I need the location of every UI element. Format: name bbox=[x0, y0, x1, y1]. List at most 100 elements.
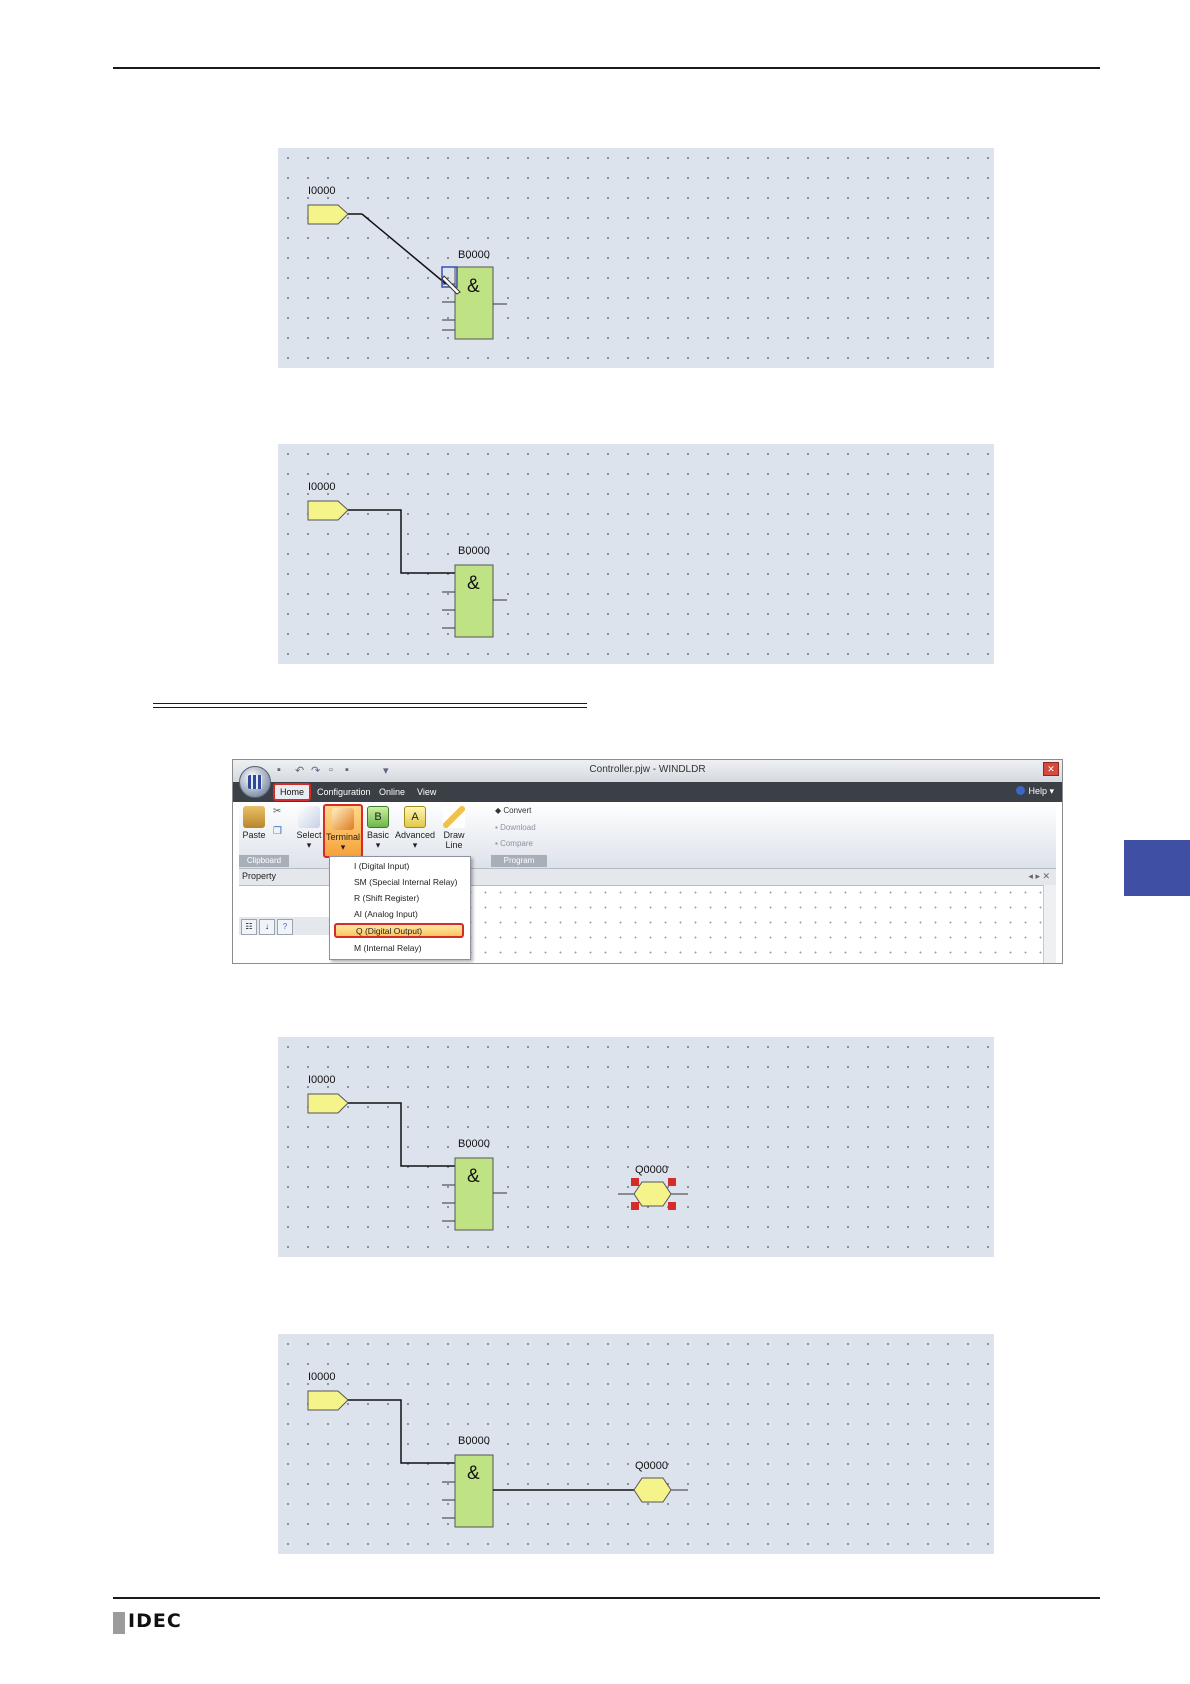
save-icon[interactable]: ▪ bbox=[277, 764, 281, 776]
input-terminal bbox=[307, 204, 349, 225]
pencil-icon bbox=[443, 806, 465, 828]
customize-icon[interactable]: ▾ bbox=[383, 765, 389, 777]
block-label: B0000 bbox=[458, 249, 490, 261]
basic-button[interactable]: B Basic▾ bbox=[365, 804, 391, 854]
download-button[interactable]: ▪ Download bbox=[495, 823, 536, 832]
undo-icon[interactable]: ↶ bbox=[295, 765, 305, 777]
copy-icon[interactable]: ❐ bbox=[273, 826, 282, 837]
and-symbol: & bbox=[467, 573, 480, 594]
select-button[interactable]: Select▾ bbox=[295, 804, 323, 854]
tab-view[interactable]: View bbox=[417, 787, 437, 797]
redo-icon[interactable]: ↷ bbox=[311, 765, 321, 777]
help-menu[interactable]: Help ▾ bbox=[1016, 786, 1054, 797]
pen-cursor-icon bbox=[441, 275, 461, 295]
group-program: Program bbox=[491, 855, 547, 867]
output-terminal bbox=[633, 1181, 672, 1207]
selection-handle bbox=[668, 1178, 676, 1186]
wire bbox=[348, 1399, 455, 1464]
menu-item-analog-input[interactable]: AI (Analog Input) bbox=[354, 909, 418, 919]
help-label: Help bbox=[1028, 786, 1047, 796]
input-terminal bbox=[307, 1093, 349, 1114]
chapter-tab bbox=[1124, 840, 1190, 896]
compare-button[interactable]: ▪ Compare bbox=[495, 839, 533, 848]
selection-handle bbox=[668, 1202, 676, 1210]
close-button[interactable]: ✕ bbox=[1043, 762, 1059, 776]
ribbon: Paste ✂ ❐ Clipboard Select▾ Terminal▾ B … bbox=[239, 802, 1056, 869]
advanced-button[interactable]: A Advanced▾ bbox=[395, 804, 435, 854]
idec-logo: IDEC bbox=[113, 1610, 193, 1634]
wire bbox=[348, 509, 455, 574]
block-label: B0000 bbox=[458, 545, 490, 557]
menu-item-special-internal-relay[interactable]: SM (Special Internal Relay) bbox=[354, 877, 458, 887]
input-terminal-label: I0000 bbox=[308, 481, 336, 493]
selection-handle bbox=[631, 1178, 639, 1186]
print-icon[interactable]: ▫ bbox=[329, 764, 333, 776]
help-icon[interactable]: ? bbox=[277, 919, 293, 935]
menu-bar: Home Configuration Online View Help ▾ bbox=[233, 782, 1062, 802]
footer-rule bbox=[113, 1597, 1100, 1599]
input-terminal bbox=[307, 1390, 349, 1411]
subheading-underline bbox=[153, 703, 587, 704]
logo-text: IDEC bbox=[128, 1610, 182, 1632]
terminal-icon bbox=[332, 808, 354, 830]
property-toolbar: ☷ ↓ ? bbox=[239, 917, 329, 935]
and-block bbox=[454, 266, 494, 340]
block-label: B0000 bbox=[458, 1435, 490, 1447]
app-logo-icon bbox=[248, 775, 262, 789]
header-rule bbox=[113, 67, 1100, 69]
arrow-cursor-icon bbox=[298, 806, 320, 828]
pane-controls[interactable]: ◂ ▸ ✕ bbox=[1028, 871, 1050, 881]
convert-button[interactable]: ◆ Convert bbox=[495, 806, 532, 815]
windldr-screenshot: Controller.pjw - WINDLDR ▪ ↶ ↷ ▫ ▪ ▾ ✕ H… bbox=[232, 759, 1063, 964]
block-label: B0000 bbox=[458, 1138, 490, 1150]
menu-item-digital-output[interactable]: Q (Digital Output) bbox=[334, 923, 464, 938]
input-terminal-label: I0000 bbox=[308, 1371, 336, 1383]
tab-home[interactable]: Home bbox=[273, 783, 312, 801]
paste-button[interactable]: Paste bbox=[239, 804, 269, 854]
menu-item-digital-input[interactable]: I (Digital Input) bbox=[354, 861, 410, 871]
diagram-panel-3: I0000 B0000 & Q0000 bbox=[278, 1037, 994, 1257]
subheading-underline bbox=[153, 707, 587, 708]
diagram-panel-1: I0000 B0000 & bbox=[278, 148, 994, 368]
tab-configuration[interactable]: Configuration bbox=[317, 787, 371, 797]
property-label: Property bbox=[242, 871, 277, 881]
and-symbol: & bbox=[467, 1463, 480, 1484]
group-clipboard: Clipboard bbox=[239, 855, 289, 867]
window-title: Controller.pjw - WINDLDR bbox=[589, 764, 706, 775]
program-canvas[interactable] bbox=[463, 885, 1048, 963]
input-terminal-label: I0000 bbox=[308, 185, 336, 197]
monitor-icon[interactable]: ▪ bbox=[345, 764, 349, 776]
logo-mark bbox=[113, 1612, 125, 1634]
menu-item-internal-relay[interactable]: M (Internal Relay) bbox=[354, 943, 422, 953]
terminal-button[interactable]: Terminal▾ bbox=[323, 804, 363, 858]
help-icon bbox=[1016, 786, 1026, 795]
input-terminal-label: I0000 bbox=[308, 1074, 336, 1086]
basic-block-icon: B bbox=[367, 806, 389, 828]
output-terminal-label: Q0000 bbox=[635, 1460, 668, 1472]
title-bar: Controller.pjw - WINDLDR ▪ ↶ ↷ ▫ ▪ ▾ ✕ bbox=[233, 760, 1062, 782]
diagram-panel-4: I0000 B0000 & Q0000 bbox=[278, 1334, 994, 1554]
menu-item-shift-register[interactable]: R (Shift Register) bbox=[354, 893, 420, 903]
application-button[interactable] bbox=[239, 766, 271, 798]
tab-online[interactable]: Online bbox=[379, 787, 406, 797]
cut-icon[interactable]: ✂ bbox=[273, 806, 282, 817]
and-block bbox=[454, 564, 494, 638]
vertical-scrollbar[interactable] bbox=[1043, 885, 1056, 963]
selection-handle bbox=[631, 1202, 639, 1210]
diagram-panel-2: I0000 B0000 & bbox=[278, 444, 994, 664]
and-symbol: & bbox=[467, 276, 480, 297]
output-terminal-label: Q0000 bbox=[635, 1164, 668, 1176]
advanced-block-icon: A bbox=[404, 806, 426, 828]
and-block bbox=[454, 1454, 494, 1528]
output-terminal bbox=[633, 1477, 672, 1503]
categorized-icon[interactable]: ☷ bbox=[241, 919, 257, 935]
sort-az-icon[interactable]: ↓ bbox=[259, 919, 275, 935]
wire bbox=[348, 1102, 455, 1167]
clipboard-icon bbox=[243, 806, 265, 828]
terminal-dropdown: I (Digital Input) SM (Special Internal R… bbox=[329, 856, 471, 960]
and-symbol: & bbox=[467, 1166, 480, 1187]
and-block bbox=[454, 1157, 494, 1231]
input-terminal bbox=[307, 500, 349, 521]
wire-diagonal bbox=[361, 213, 447, 285]
